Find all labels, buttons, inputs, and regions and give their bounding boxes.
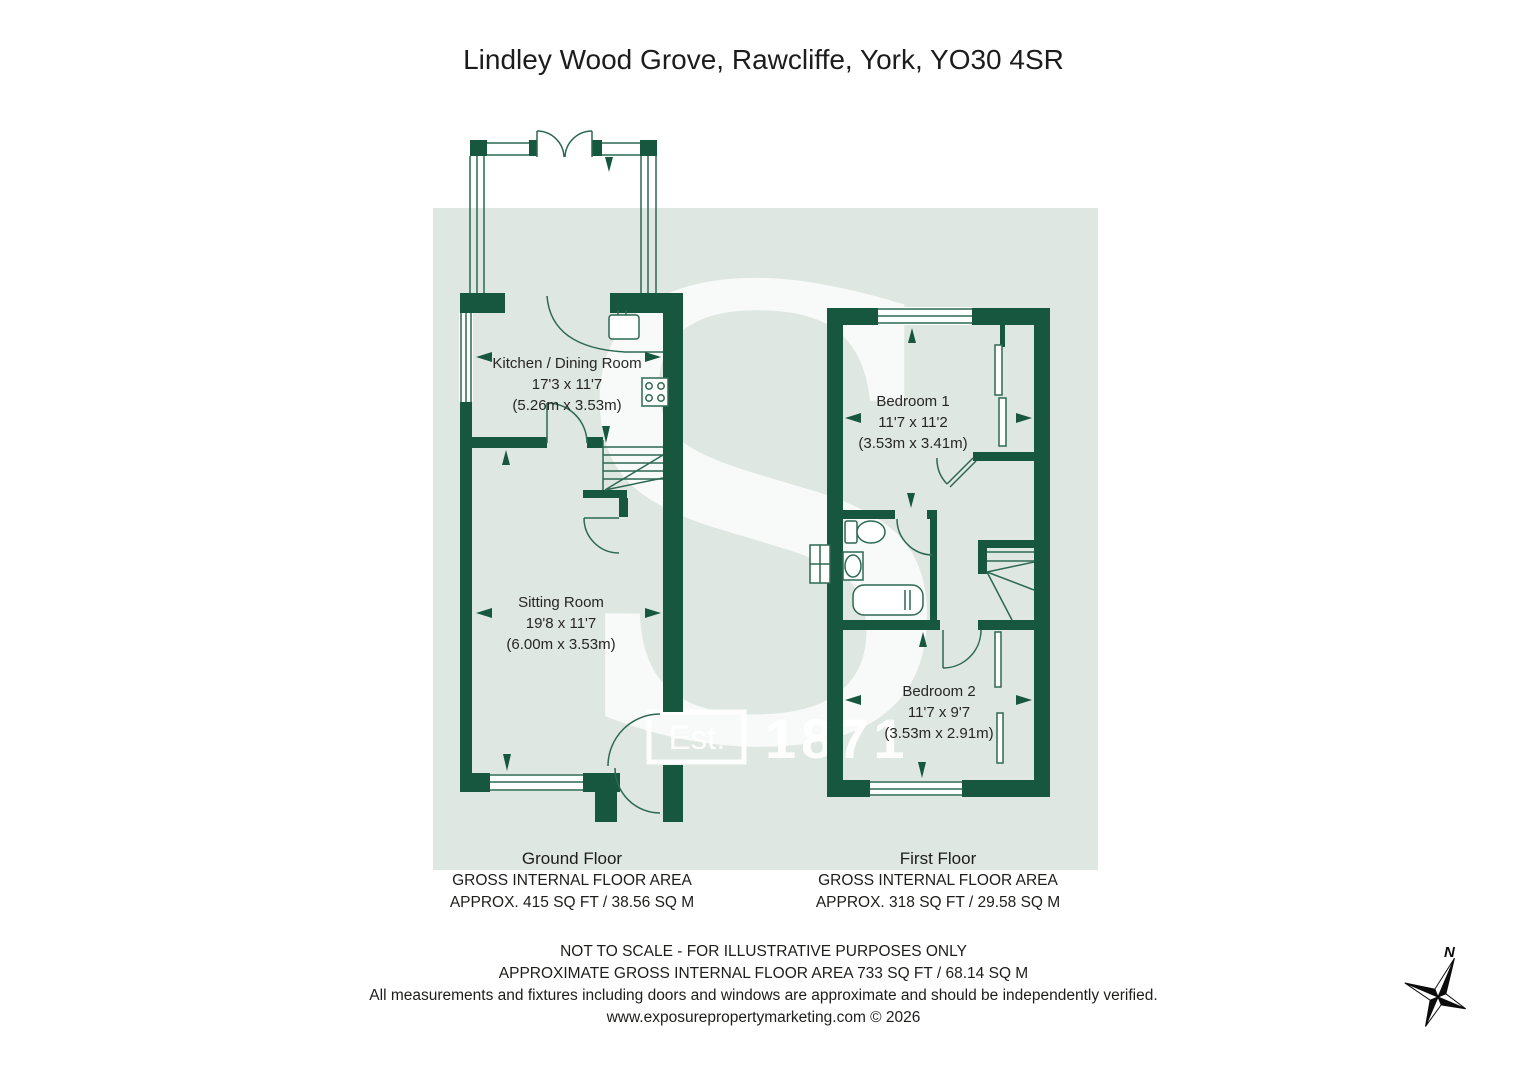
measure-arrow-icon: [908, 328, 916, 343]
measure-arrow-icon: [645, 608, 661, 618]
compass-north-label: N: [1444, 944, 1455, 961]
ground-floor-caption: Ground Floor GROSS INTERNAL FLOOR AREA A…: [450, 848, 694, 914]
toilet-cistern-icon: [844, 520, 858, 544]
sink-icon: [608, 314, 640, 340]
measure-arrow-icon: [645, 352, 661, 362]
understairs-door: [583, 517, 620, 554]
bathroom-door: [896, 518, 934, 556]
conservatory-top-windows: [487, 142, 640, 156]
floor-area-label: GROSS INTERNAL FLOOR AREA: [818, 872, 1058, 889]
measure-arrow-icon: [918, 762, 926, 778]
room-name: Bedroom 2: [902, 683, 976, 700]
measure-arrow-icon: [502, 450, 510, 465]
measure-arrow-icon: [476, 608, 492, 618]
hob-icon: [641, 377, 669, 407]
watermark-logo: S: [548, 164, 973, 885]
floor-name: First Floor: [899, 849, 977, 868]
measure-arrow-icon: [1016, 413, 1032, 423]
toilet-icon: [856, 520, 886, 544]
ground-floor-plan: [459, 130, 683, 822]
compass-rose: [1404, 958, 1466, 1027]
bedroom2-door: [942, 629, 982, 669]
room-size-imperial: 17'3 x 11'7: [531, 376, 603, 393]
kitchen-door: [546, 402, 588, 444]
floor-area-value: APPROX. 318 SQ FT / 29.58 SQ M: [815, 894, 1061, 911]
room-label-bedroom-1: Bedroom 1 11'7 x 11'2 (3.53m x 3.41m): [858, 391, 967, 454]
ground-floor-windows: [459, 313, 583, 791]
first-floor-measure-arrows: [845, 328, 1032, 778]
bedroom1-window: [878, 308, 972, 324]
ground-floor-doors: [546, 402, 661, 814]
disclaimer-line: All measurements and fixtures including …: [369, 987, 1158, 1004]
french-door-leaves: [536, 131, 593, 157]
measure-arrow-icon: [476, 352, 492, 362]
conservatory-right-window: [640, 156, 657, 293]
disclaimer-line: APPROXIMATE GROSS INTERNAL FLOOR AREA 73…: [498, 965, 1029, 982]
ground-floor-stairs: [602, 440, 664, 491]
room-size-metric: (5.26m x 3.53m): [512, 397, 622, 414]
room-name: Kitchen / Dining Room: [492, 355, 642, 372]
floor-area-value: APPROX. 415 SQ FT / 38.56 SQ M: [449, 894, 695, 911]
room-label-sitting-room: Sitting Room 19'8 x 11'7 (6.00m x 3.53m): [506, 592, 615, 655]
first-floor-caption: First Floor GROSS INTERNAL FLOOR AREA AP…: [816, 848, 1060, 914]
bedroom1-wardrobe: [994, 344, 1003, 396]
bathroom-fixtures: [842, 520, 924, 616]
first-floor-windows: [809, 307, 972, 796]
bedroom2-wardrobe: [994, 631, 1002, 688]
disclaimer-line: NOT TO SCALE - FOR ILLUSTRATIVE PURPOSES…: [560, 943, 967, 960]
bedroom2-window: [870, 781, 962, 796]
room-size-metric: (3.53m x 2.91m): [884, 725, 994, 742]
first-floor-plan: [809, 307, 1050, 797]
hall-door: [607, 713, 661, 767]
room-label-kitchen-dining: Kitchen / Dining Room 17'3 x 11'7 (5.26m…: [492, 353, 641, 416]
disclaimer: NOT TO SCALE - FOR ILLUSTRATIVE PURPOSES…: [0, 941, 1527, 1029]
first-floor-interior: [832, 315, 1045, 792]
page-title: Lindley Wood Grove, Rawcliffe, York, YO3…: [463, 44, 1064, 75]
room-size-metric: (6.00m x 3.53m): [506, 636, 616, 653]
watermark-est-label: Est.: [669, 719, 726, 756]
conservatory: [469, 130, 657, 293]
room-label-bedroom-2: Bedroom 2 11'7 x 9'7 (3.53m x 2.91m): [884, 681, 993, 744]
room-size-imperial: 19'8 x 11'7: [525, 615, 597, 632]
watermark-est-box: [646, 709, 747, 765]
bedroom1-door: [946, 457, 977, 488]
kitchen-counter: [546, 295, 663, 353]
bath-icon: [852, 584, 924, 616]
measure-arrow-icon: [605, 157, 613, 172]
measure-arrow-icon: [602, 426, 610, 443]
floor-area-label: GROSS INTERNAL FLOOR AREA: [452, 872, 692, 889]
disclaimer-line: www.exposurepropertymarketing.com © 2026: [606, 1009, 921, 1026]
front-door: [614, 767, 661, 814]
watermark: S Est. 1871: [548, 164, 973, 885]
room-interiors: [466, 300, 1045, 820]
measure-arrow-icon: [845, 413, 861, 423]
measure-arrow-icon: [919, 632, 927, 647]
kitchen-fixtures: [546, 295, 669, 407]
room-size-imperial: 11'7 x 11'2: [878, 414, 948, 431]
measure-arrow-icon: [1016, 695, 1032, 705]
room-name: Sitting Room: [518, 594, 604, 611]
wardrobes: [994, 344, 1007, 764]
floor-name: Ground Floor: [521, 849, 623, 868]
first-floor-stairs: [986, 551, 1035, 621]
measure-arrow-icon: [503, 754, 511, 771]
measure-arrow-icon: [845, 695, 861, 705]
kitchen-window: [460, 313, 472, 402]
ground-floor-interior: [466, 300, 678, 820]
room-size-imperial: 11'7 x 9'7: [907, 704, 971, 721]
room-size-metric: (3.53m x 3.41m): [858, 435, 968, 452]
first-floor-walls: [827, 308, 1050, 797]
sitting-room-window: [490, 774, 583, 791]
ground-floor-measure-arrows: [476, 352, 661, 771]
conservatory-left-window: [469, 156, 485, 293]
measure-arrow-icon: [907, 493, 915, 508]
first-floor-doors: [896, 457, 982, 669]
french-door-arcs: [536, 130, 593, 158]
room-name: Bedroom 1: [876, 393, 950, 410]
